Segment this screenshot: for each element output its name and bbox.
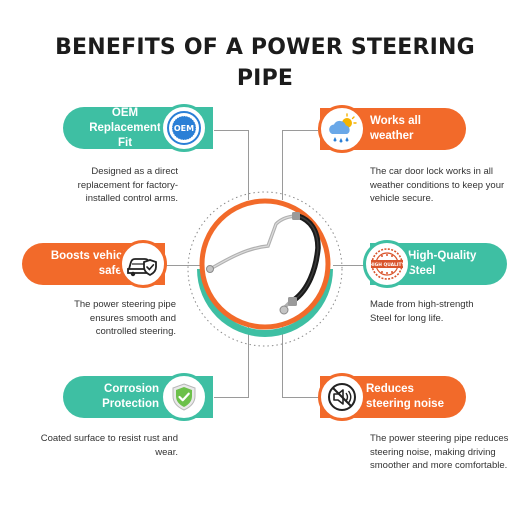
benefit-desc-noise: The power steering pipe reduces steering… [370, 433, 509, 471]
benefit-desc-steel: Made from high-strength Steel for long l… [370, 299, 474, 324]
benefit-title-steel-line2: Steel [408, 265, 436, 277]
connector-steel-h [333, 265, 365, 266]
connector-safety-h [166, 265, 200, 266]
benefit-title-noise-line2: steering noise [366, 398, 444, 410]
connector-noise-v [282, 326, 283, 398]
connector-weather-h [282, 130, 318, 131]
title-line-2: PIPE [236, 66, 294, 91]
page-title: BENEFITS OF A POWER STEERING PIPE [20, 32, 510, 94]
oem-badge-icon: OEM [160, 104, 208, 152]
benefit-title-weather-line1: Works all [370, 115, 421, 127]
car-shield-icon [119, 240, 167, 288]
connector-weather-v [282, 130, 283, 200]
benefit-desc-corrosion: Coated surface to resist rust and wear. [40, 433, 178, 458]
title-line-1: BENEFITS OF A POWER STEERING [55, 35, 475, 60]
benefit-desc-oem: Designed as a direct replacement for fac… [77, 166, 178, 204]
quality-stamp-text: HIGH QUALITY [369, 262, 405, 268]
benefit-title-noise-line1: Reduces [366, 383, 414, 395]
weather-icon [318, 105, 366, 153]
connector-oem-h [214, 130, 249, 131]
connector-corrosion-h [214, 397, 249, 398]
connector-noise-h [282, 397, 318, 398]
benefit-title-corrosion-line2: Protection [102, 398, 159, 410]
center-illustration [186, 190, 344, 348]
connector-corrosion-v [248, 326, 249, 398]
shield-check-icon [160, 373, 208, 421]
mute-noise-icon [318, 373, 366, 421]
connector-oem-v [248, 130, 249, 200]
benefit-title-weather-line2: weather [370, 130, 414, 142]
quality-stamp-icon: HIGH QUALITY [363, 240, 411, 288]
benefit-desc-safety: The power steering pipe ensures smooth a… [74, 299, 176, 337]
benefit-title-oem-line1: OEM [111, 106, 139, 119]
benefit-title-oem-line2: Replacement Fit [89, 121, 161, 149]
benefit-desc-weather: The car door lock works in all weather c… [370, 166, 505, 204]
benefit-title-safety-line2: safety [98, 265, 132, 277]
orange-ring [199, 198, 331, 330]
oem-badge-text: OEM [174, 124, 194, 133]
steering-pipe-image [206, 212, 321, 315]
benefit-title-safety-line1: Boosts vehicle [50, 250, 132, 262]
benefit-title-corrosion-line1: Corrosion [104, 383, 159, 395]
benefit-title-steel-line1: High-Quality [408, 250, 477, 262]
